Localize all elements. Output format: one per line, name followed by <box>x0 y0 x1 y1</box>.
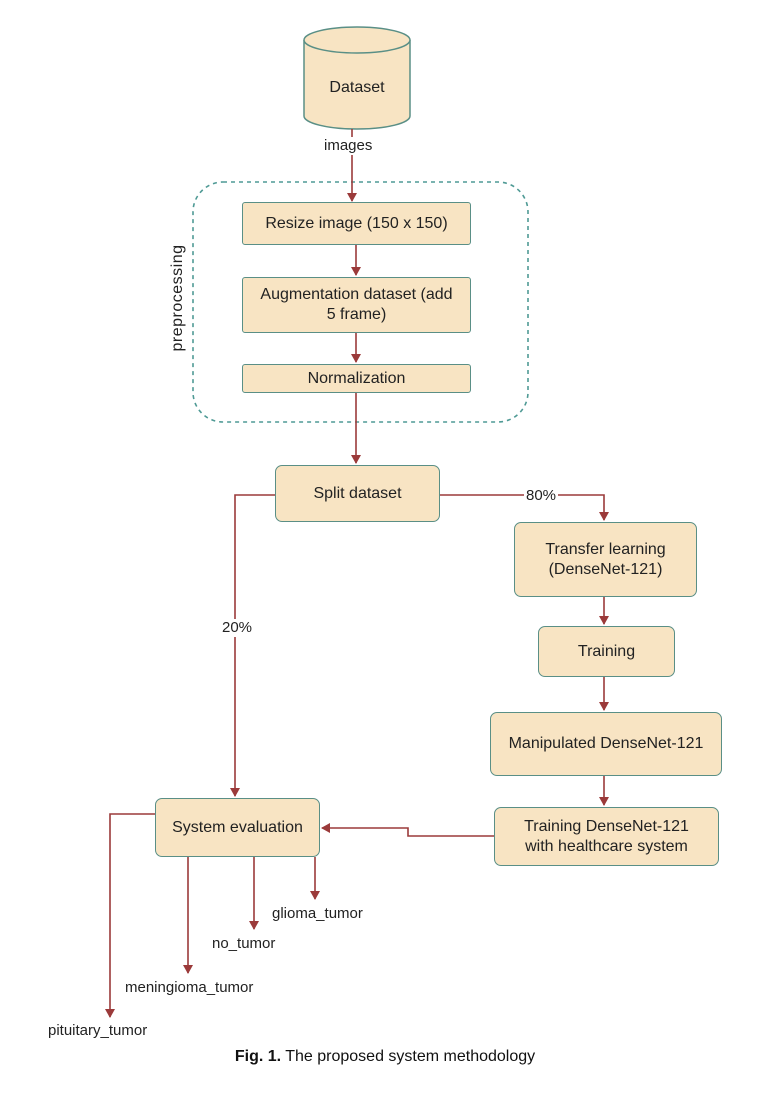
training-healthcare-text-line2: with healthcare system <box>525 837 688 855</box>
transfer-learning-text-line2: (DenseNet-121) <box>548 560 663 578</box>
split-20-label: 20% <box>220 619 255 637</box>
augmentation-text-line1: Augmentation dataset (add <box>260 286 453 303</box>
augmentation-box: Augmentation dataset (add 5 frame) <box>242 277 471 333</box>
resize-image-text: Resize image (150 x 150) <box>265 214 448 232</box>
training-healthcare-box: Training DenseNet-121 with healthcare sy… <box>494 807 719 866</box>
normalization-box: Normalization <box>242 364 471 393</box>
manipulated-densenet-text: Manipulated DenseNet-121 <box>508 735 704 752</box>
arrow-to-pituitary <box>105 813 155 1018</box>
pituitary-tumor-label: pituitary_tumor <box>48 1022 148 1039</box>
no-tumor-label: no_tumor <box>212 935 276 952</box>
system-evaluation-text: System evaluation <box>172 818 303 836</box>
split-dataset-box: Split dataset <box>275 465 440 522</box>
transfer-learning-box: Transfer learning (DenseNet-121) <box>514 522 697 597</box>
arrow-traininghc-to-evaluation <box>321 823 494 837</box>
system-evaluation-box: System evaluation <box>155 798 320 857</box>
dataset-cylinder <box>303 26 411 130</box>
arrow-split-to-transfer <box>440 494 609 521</box>
split-80-label: 80% <box>524 487 559 505</box>
dataset-label: Dataset <box>329 79 385 96</box>
figure-caption-label: Fig. 1. <box>234 1048 282 1065</box>
manipulated-densenet-box: Manipulated DenseNet-121 <box>490 712 722 776</box>
meningioma-tumor-label: meningioma_tumor <box>125 979 254 996</box>
images-label: images <box>322 137 375 155</box>
figure-caption: Fig. 1. The proposed system methodology <box>0 1048 770 1066</box>
split-dataset-text: Split dataset <box>313 484 402 502</box>
transfer-learning-text-line1: Transfer learning <box>545 540 666 558</box>
augmentation-text-line2: 5 frame) <box>326 306 387 323</box>
training-text: Training <box>577 642 636 660</box>
glioma-tumor-label: glioma_tumor <box>272 905 363 922</box>
figure-caption-text: The proposed system methodology <box>281 1048 536 1065</box>
preprocessing-group <box>192 181 529 423</box>
resize-image-box: Resize image (150 x 150) <box>242 202 471 245</box>
training-healthcare-text-line1: Training DenseNet-121 <box>524 817 689 835</box>
training-box: Training <box>538 626 675 677</box>
arrow-split-to-evaluation <box>230 494 276 797</box>
normalization-text: Normalization <box>307 369 406 387</box>
preprocessing-label: preprocessing <box>169 244 186 352</box>
